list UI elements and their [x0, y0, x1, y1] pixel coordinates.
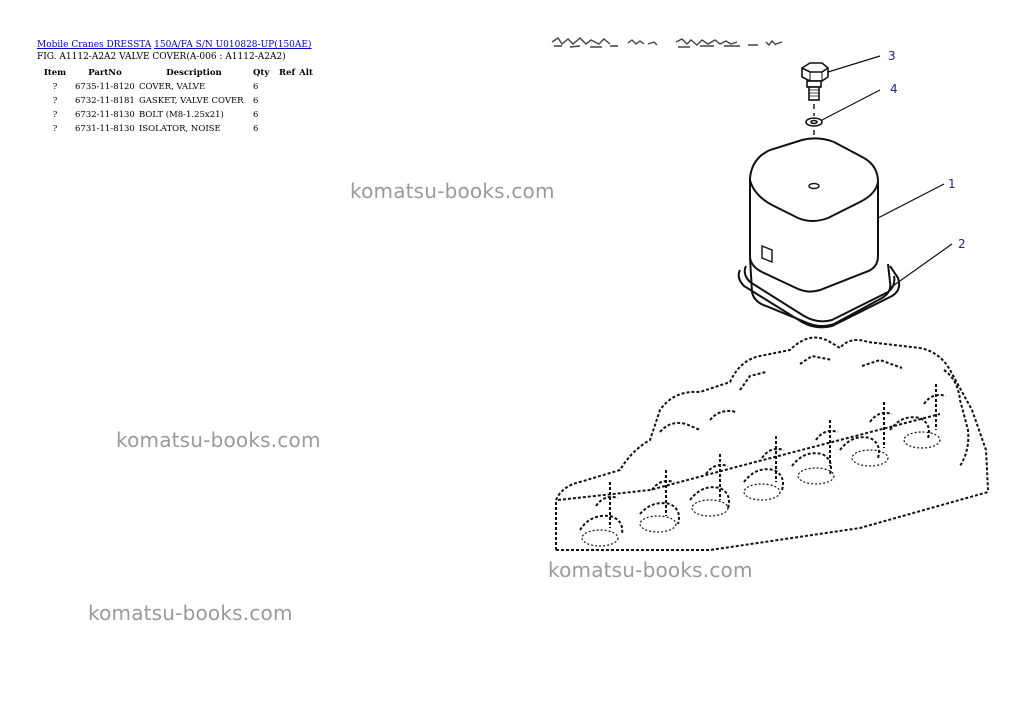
table-header-row: Item PartNo Description Qty Ref Alt — [37, 66, 315, 80]
row-ref — [277, 122, 297, 136]
col-item: Item — [43, 68, 67, 78]
row-alt — [297, 80, 315, 94]
breadcrumb-link-serial[interactable]: 150A/FA S/N U010828-UP(150AE) — [154, 40, 312, 50]
valve-cover-diagram: 3 4 1 2 — [551, 37, 989, 551]
valve-cover-part — [749, 137, 879, 293]
callout-leaders — [821, 55, 953, 289]
col-description: Description — [166, 68, 222, 78]
table-row: ? 6731-11-8130 ISOLATOR, NOISE 6 — [37, 122, 315, 136]
row-item: ? — [52, 96, 58, 106]
table-row: ? 6732-11-8181 GASKET, VALVE COVER 6 — [37, 94, 315, 108]
row-description: ISOLATOR, NOISE — [139, 124, 221, 134]
row-item: ? — [52, 82, 58, 92]
figure-title: FIG. A1112-A2A2 VALVE COVER(A-006 : A111… — [37, 52, 286, 62]
row-item: ? — [52, 110, 58, 120]
callout-4: 4 — [890, 82, 898, 96]
table-row: ? 6732-11-8130 BOLT (M8-1.25x21) 6 — [37, 108, 315, 122]
row-partno: 6735-11-8120 — [75, 82, 135, 92]
watermark: komatsu-books.com — [548, 558, 753, 582]
watermark: komatsu-books.com — [350, 179, 555, 203]
col-ref: Ref — [279, 68, 296, 78]
row-description: GASKET, VALVE COVER — [139, 96, 244, 106]
washer-part — [805, 117, 823, 127]
row-partno: 6732-11-8130 — [75, 110, 135, 120]
row-partno: 6731-11-8130 — [75, 124, 135, 134]
row-alt — [297, 122, 315, 136]
row-ref — [277, 108, 297, 122]
row-ref — [277, 80, 297, 94]
row-qty: 6 — [253, 82, 259, 92]
col-partno: PartNo — [88, 68, 122, 78]
callout-1: 1 — [948, 177, 956, 191]
row-alt — [297, 108, 315, 122]
gasket-part — [737, 257, 901, 329]
col-qty: Qty — [253, 68, 270, 78]
row-qty: 6 — [253, 96, 259, 106]
parts-table: Item PartNo Description Qty Ref Alt ? 67… — [37, 66, 315, 136]
row-ref — [277, 94, 297, 108]
watermark: komatsu-books.com — [116, 428, 321, 452]
row-qty: 6 — [253, 110, 259, 120]
col-alt: Alt — [299, 68, 313, 78]
breadcrumb: Mobile Cranes DRESSTA 150A/FA S/N U01082… — [37, 40, 311, 51]
diagram-header-strip — [551, 37, 783, 48]
callout-3: 3 — [888, 49, 896, 63]
breadcrumb-link-model[interactable]: Mobile Cranes DRESSTA — [37, 40, 152, 50]
cylinder-head-part — [555, 336, 989, 551]
row-description: BOLT (M8-1.25x21) — [139, 110, 224, 120]
table-row: ? 6735-11-8120 COVER, VALVE 6 — [37, 80, 315, 94]
row-description: COVER, VALVE — [139, 82, 206, 92]
cylinder-head-detail — [581, 431, 941, 547]
row-qty: 6 — [253, 124, 259, 134]
callout-2: 2 — [958, 237, 966, 251]
row-alt — [297, 94, 315, 108]
bolt-part — [801, 62, 829, 101]
watermark: komatsu-books.com — [88, 601, 293, 625]
row-item: ? — [52, 124, 58, 134]
row-partno: 6732-11-8181 — [75, 96, 135, 106]
